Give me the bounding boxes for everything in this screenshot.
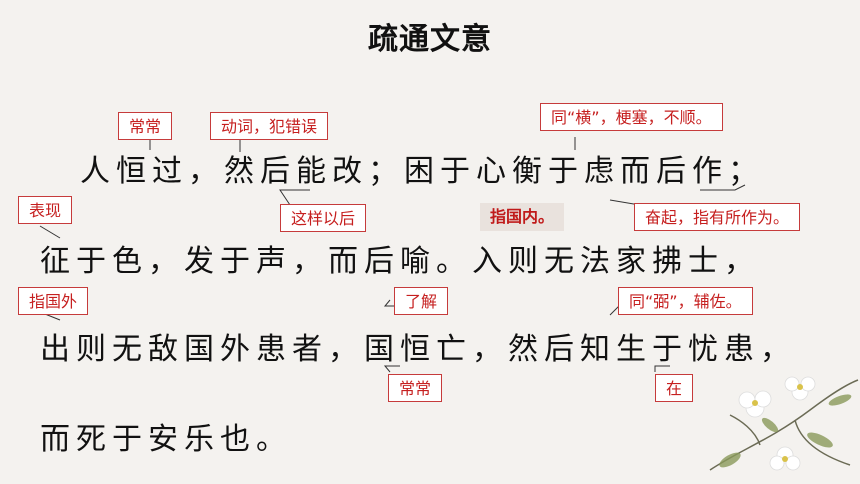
text-line-2: 征于色，发于声，而后喻。入则无法家拂士， (40, 244, 760, 279)
note-zhiguonei: 指国内。 (480, 203, 565, 231)
note-fenqi: 奋起，指有所作为。 (634, 203, 801, 231)
text-line-1: 人恒过，然后能改；困于心衡于虑而后作； (80, 154, 764, 189)
note-dongci: 动词，犯错误 (210, 112, 329, 140)
note-biaoxian: 表现 (18, 196, 73, 224)
text-line-4: 而死于安乐也。 (40, 422, 292, 457)
note-changchang-2: 常常 (388, 374, 443, 402)
page-title: 疏通文意 (368, 22, 492, 57)
note-zhiguowai: 指国外 (18, 287, 89, 315)
note-zheyang: 这样以后 (280, 204, 367, 232)
note-changchang-1: 常常 (118, 112, 173, 140)
note-liaojie: 了解 (394, 287, 449, 315)
text-line-3: 出则无敌国外患者，国恒亡，然后知生于忧患， (40, 332, 796, 367)
note-zai: 在 (655, 374, 694, 402)
flower-decoration-icon (709, 376, 859, 471)
note-bi: 同“弼”，辅佐。 (618, 287, 753, 315)
note-heng: 同“横”，梗塞，不顺。 (540, 103, 723, 131)
